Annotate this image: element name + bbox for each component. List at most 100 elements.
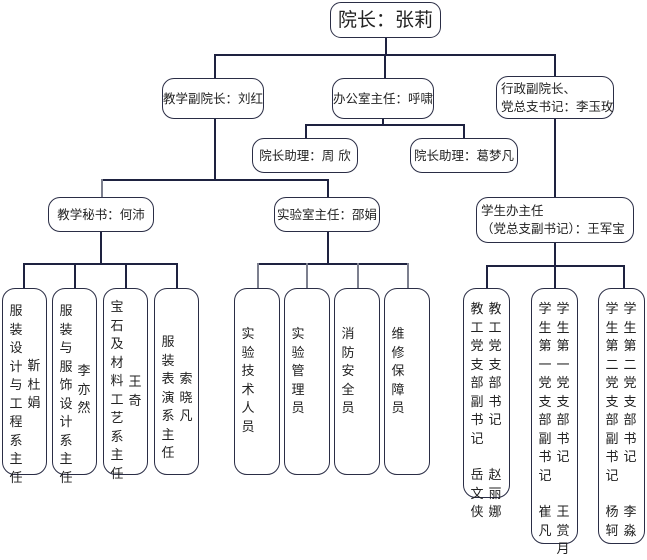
node-dean[interactable]: 院长：张莉	[330, 2, 441, 38]
glyph: 学	[623, 302, 637, 317]
node-label: 院长助理：周 欣	[259, 147, 351, 163]
node-lab-staff[interactable]: 实验技术人员	[234, 288, 280, 475]
glyph: 轲	[605, 523, 619, 539]
glyph: 丽	[488, 486, 502, 502]
glyph: 理	[291, 382, 305, 398]
node-secretary: 学生第二党支部书记 李淼	[621, 301, 639, 543]
glyph: 支	[488, 357, 502, 373]
connector	[554, 54, 556, 76]
glyph: 副	[538, 431, 552, 447]
glyph: 书	[623, 431, 637, 447]
connector	[176, 263, 178, 288]
glyph: 任	[59, 470, 73, 486]
connector	[214, 54, 216, 78]
glyph: 支	[605, 394, 619, 410]
node-label: 实验室主任：邵娟	[276, 206, 377, 222]
glyph: 崔	[538, 505, 552, 520]
node-lab-staff[interactable]: 消防安全员	[334, 288, 380, 475]
node-dean-assistant-2[interactable]: 院长助理：葛梦凡	[410, 138, 518, 173]
glyph: 实	[291, 327, 305, 342]
glyph: 杜	[27, 377, 41, 393]
connector	[23, 263, 25, 288]
node-title: 宝石及材料工艺系主任	[108, 299, 126, 482]
connector	[385, 38, 387, 55]
node-office-director[interactable]: 办公室主任：呼啸	[332, 78, 434, 119]
glyph: 党	[556, 376, 570, 391]
glyph: 障	[391, 382, 405, 398]
node-title: 实验管理员	[289, 326, 307, 474]
node-label: 教学秘书：何沛	[57, 206, 145, 222]
glyph: 任	[9, 470, 23, 486]
node-lab-staff[interactable]: 实验管理员	[284, 288, 330, 475]
node-dept-head[interactable]: 服装设计与工程系主任 靳杜娟	[2, 288, 47, 486]
glyph: 工	[9, 396, 23, 412]
node-secretary: 学生第一党支部书记 王赏月	[554, 301, 572, 557]
node-dean-assistant-1[interactable]: 院长助理：周 欣	[252, 138, 358, 173]
glyph: 员	[341, 401, 355, 416]
glyph: 术	[241, 382, 255, 398]
glyph: 计	[9, 359, 23, 375]
node-party-branch[interactable]: 学生第二党支部副书记 杨轲 学生第二党支部书记 李淼	[598, 288, 645, 544]
node-student-office-director[interactable]: 学生办主任 （党总支副书记）：王军宝	[476, 197, 634, 243]
node-title: 消防安全员	[339, 326, 357, 474]
glyph: 管	[291, 364, 305, 379]
node-label: 院长：张莉	[337, 9, 433, 31]
node-teaching-vice-dean[interactable]: 教学副院长：刘红	[162, 78, 264, 119]
connector	[384, 54, 386, 78]
node-label: 教学副院长：刘红	[163, 90, 264, 106]
glyph: 服	[59, 359, 73, 375]
node-admin-vice-dean[interactable]: 行政副院长、 党总支书记：李玉玫	[496, 76, 614, 119]
node-lab-director[interactable]: 实验室主任：邵娟	[274, 197, 380, 232]
node-person: 岳文侠	[468, 467, 486, 523]
glyph: 党	[538, 376, 552, 391]
glyph: 服	[9, 304, 23, 319]
glyph: 教	[488, 302, 502, 317]
glyph: 验	[291, 345, 305, 361]
node-person: 赵丽娜	[486, 467, 504, 523]
node-dept-head[interactable]: 服装表演系主任 索晓凡	[154, 288, 199, 475]
glyph: 记	[556, 450, 570, 465]
glyph: 学	[556, 302, 570, 317]
connector	[327, 179, 329, 197]
node-title: 服装与服饰设计系主任	[57, 303, 75, 486]
connector	[327, 232, 329, 263]
node-deputy: 学生第二党支部副书记 杨轲	[603, 301, 621, 543]
node-dept-head[interactable]: 服装与服饰设计系主任 李亦然	[52, 288, 97, 486]
glyph: 部	[605, 413, 619, 428]
node-label-line1: 学生办主任	[481, 203, 544, 218]
node-lab-staff[interactable]: 维修保障员	[384, 288, 430, 475]
glyph: 安	[341, 364, 355, 379]
connector	[382, 119, 384, 125]
glyph: 书	[556, 431, 570, 447]
node-dept-head[interactable]: 宝石及材料工艺系主任 王奇	[103, 288, 148, 482]
glyph: 工	[488, 320, 502, 336]
node-person: 李淼	[621, 504, 639, 541]
node-label-line2: （党总支副书记）：王军宝	[481, 221, 625, 236]
node-person: 王奇	[126, 374, 144, 474]
node-party-branch[interactable]: 教工党支部副书记 岳文侠 教工党支部书记 赵丽娜	[463, 288, 510, 520]
connector	[623, 265, 625, 288]
glyph: 支	[623, 394, 637, 410]
connector	[554, 119, 556, 197]
glyph: 与	[59, 341, 73, 356]
glyph: 任	[161, 446, 175, 461]
connector	[407, 263, 409, 288]
glyph: 书	[470, 413, 484, 428]
connector	[486, 265, 488, 288]
node-party-branch[interactable]: 学生第一党支部副书记 崔凡 学生第一党支部书记 王赏月	[531, 288, 578, 557]
glyph: 装	[9, 322, 23, 338]
glyph: 实	[241, 327, 255, 342]
glyph: 技	[241, 364, 255, 379]
glyph: 员	[391, 401, 405, 416]
node-title: 教工党支部副书记	[468, 301, 486, 449]
glyph: 支	[538, 394, 552, 410]
glyph: 生	[623, 320, 637, 336]
glyph: 系	[161, 409, 175, 424]
glyph: 维	[391, 327, 405, 342]
glyph: 验	[241, 345, 255, 361]
node-title: 学生第一党支部书记	[554, 301, 572, 468]
glyph: 程	[9, 415, 23, 430]
glyph: 及	[110, 337, 124, 352]
node-teaching-secretary[interactable]: 教学秘书：何沛	[48, 197, 154, 232]
glyph: 修	[391, 345, 405, 361]
